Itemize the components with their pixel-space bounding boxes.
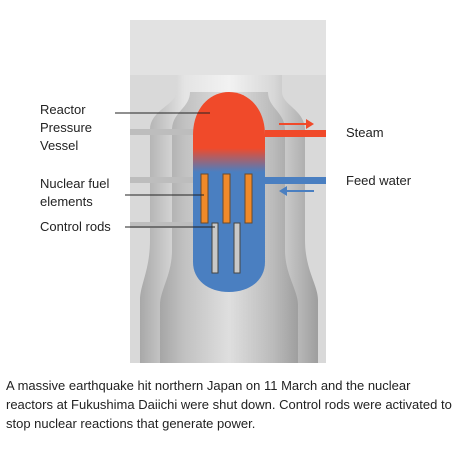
fuel-element-2 xyxy=(222,173,231,224)
steam-label: Steam xyxy=(346,125,384,140)
reactor-diagram xyxy=(115,20,326,363)
vessel-label: Reactor Pressure Vessel xyxy=(40,102,93,153)
left-pipe-middle xyxy=(130,177,195,183)
control-rod-1 xyxy=(211,222,219,274)
fuel-label: Nuclear fuel elements xyxy=(40,176,110,209)
control-rod-2 xyxy=(233,222,241,274)
fuel-element-3 xyxy=(244,173,253,224)
left-pipe-lower xyxy=(130,222,195,228)
steam-arrow xyxy=(279,119,314,129)
feed-water-label: Feed water xyxy=(346,173,412,188)
feed-water-pipe xyxy=(265,177,326,184)
fuel-element-1 xyxy=(200,173,209,224)
left-pipe-upper xyxy=(130,129,195,135)
control-rods-label: Control rods xyxy=(40,219,111,234)
feed-water-arrow xyxy=(279,186,314,196)
caption: A massive earthquake hit northern Japan … xyxy=(6,378,452,431)
steam-pipe xyxy=(265,130,326,137)
containment-top-panel xyxy=(130,20,326,75)
